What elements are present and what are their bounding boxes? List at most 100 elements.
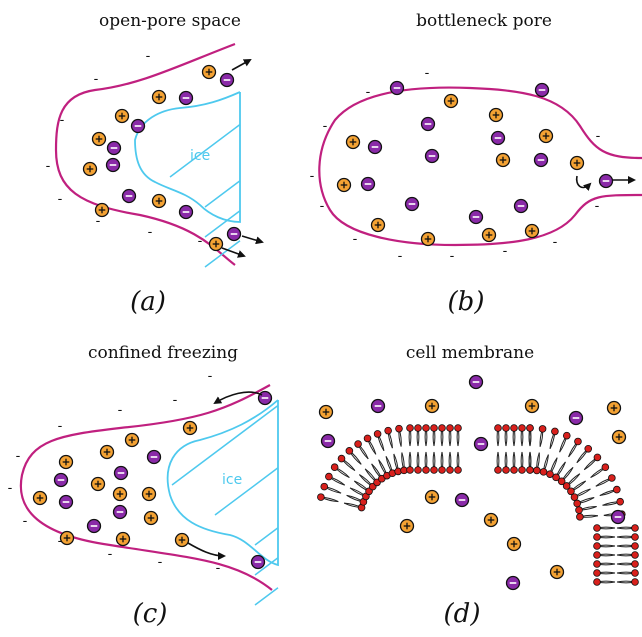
lipid xyxy=(539,454,549,476)
cation xyxy=(114,108,130,124)
lipid xyxy=(593,578,616,586)
lipid xyxy=(616,542,639,550)
cation xyxy=(549,564,565,580)
anion xyxy=(370,398,386,414)
lipid xyxy=(510,451,518,474)
anion xyxy=(130,118,146,134)
surface-charge: - xyxy=(366,85,371,100)
lipid xyxy=(320,482,342,494)
lipid xyxy=(406,451,414,474)
surface-charge: - xyxy=(58,534,63,549)
surface-charge: - xyxy=(173,393,178,408)
lipid xyxy=(454,451,462,474)
anion xyxy=(178,204,194,220)
anion xyxy=(610,509,626,525)
panel-d-title: cell membrane xyxy=(406,343,534,363)
lipid xyxy=(593,542,616,550)
ice-hatch-line xyxy=(214,467,279,516)
cation xyxy=(94,202,110,218)
ice-hatch-line xyxy=(254,527,279,546)
surface-charge: - xyxy=(353,232,358,247)
cation xyxy=(143,510,159,526)
anion xyxy=(505,575,521,591)
ice-label-c: ice xyxy=(222,472,242,488)
surface-charge: - xyxy=(146,49,151,64)
cation xyxy=(90,476,106,492)
ice-label-a: ice xyxy=(190,148,210,164)
lipid xyxy=(337,454,356,472)
anion xyxy=(468,209,484,225)
lipid xyxy=(384,426,393,449)
lipid xyxy=(576,444,593,464)
cation xyxy=(538,128,554,144)
lipid xyxy=(593,569,616,577)
panel-c-title: confined freezing xyxy=(88,343,238,363)
cation xyxy=(345,134,361,150)
ice-hatch-line xyxy=(171,404,279,486)
lipid xyxy=(502,451,510,474)
cation xyxy=(32,490,48,506)
cation xyxy=(151,193,167,209)
anion xyxy=(568,410,584,426)
cation xyxy=(82,161,98,177)
anion xyxy=(146,449,162,465)
migration-arrow xyxy=(575,175,592,192)
lipid xyxy=(616,551,639,559)
cation xyxy=(399,518,415,534)
panel-b-caption: (b) xyxy=(448,287,485,317)
ions xyxy=(32,64,627,591)
surface-charge: - xyxy=(310,169,315,184)
lipid xyxy=(446,424,454,447)
panel-d: cell membrane (d) xyxy=(317,343,639,629)
anion xyxy=(513,198,529,214)
anion xyxy=(490,130,506,146)
cation xyxy=(481,227,497,243)
surface-charge: - xyxy=(16,449,21,464)
surface-charge: - xyxy=(596,129,601,144)
lipid xyxy=(538,425,547,447)
migration-arrow xyxy=(213,391,263,405)
migration-arrows xyxy=(187,59,636,560)
lipid xyxy=(599,485,621,497)
surface-charge: - xyxy=(198,234,203,249)
lipid xyxy=(373,430,385,452)
lipid xyxy=(354,440,369,460)
lipid xyxy=(616,524,639,532)
lipid xyxy=(533,452,541,475)
anion xyxy=(106,140,122,156)
anion xyxy=(53,472,69,488)
cation xyxy=(174,532,190,548)
cation xyxy=(124,432,140,448)
anion xyxy=(121,188,137,204)
surface-charge: - xyxy=(108,547,113,562)
surface-charge: - xyxy=(398,249,403,264)
lipid xyxy=(575,505,597,514)
lipid xyxy=(510,424,518,447)
anion xyxy=(404,196,420,212)
panel-c-caption: (c) xyxy=(133,599,168,629)
lipid xyxy=(363,434,377,455)
lipid xyxy=(502,424,510,447)
lipid xyxy=(526,451,534,474)
panel-b: bottleneck pore (b) xyxy=(318,11,642,317)
anion xyxy=(58,494,74,510)
cation xyxy=(488,107,504,123)
surface-charge: - xyxy=(118,403,123,418)
lipid xyxy=(438,424,446,447)
ice-hatch-line xyxy=(204,240,241,268)
cation xyxy=(524,223,540,239)
lipid xyxy=(430,451,438,474)
lipid xyxy=(616,569,639,577)
cation xyxy=(115,531,131,547)
cation xyxy=(59,530,75,546)
ice-hatch-line xyxy=(204,180,241,208)
cation xyxy=(443,93,459,109)
lipid xyxy=(325,472,346,486)
lipid xyxy=(494,451,502,474)
anion xyxy=(250,554,266,570)
cation xyxy=(524,398,540,414)
lipid xyxy=(414,424,422,447)
lipid xyxy=(616,560,639,568)
ice-hatch-c xyxy=(171,404,279,606)
